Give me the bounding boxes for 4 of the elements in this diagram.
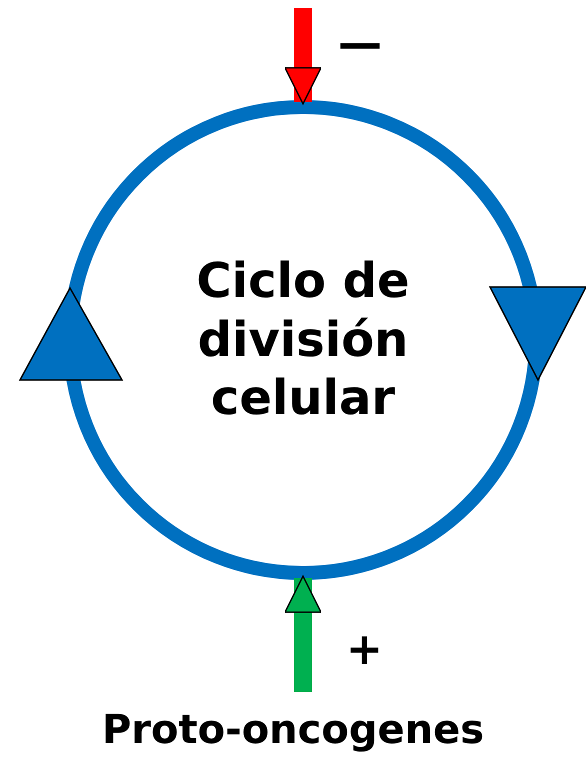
arrow — [284, 575, 322, 692]
node-label: Proto-oncogenes — [80, 702, 506, 758]
cycle-title: Ciclo de división celular — [195, 252, 411, 428]
arrow — [284, 8, 322, 105]
